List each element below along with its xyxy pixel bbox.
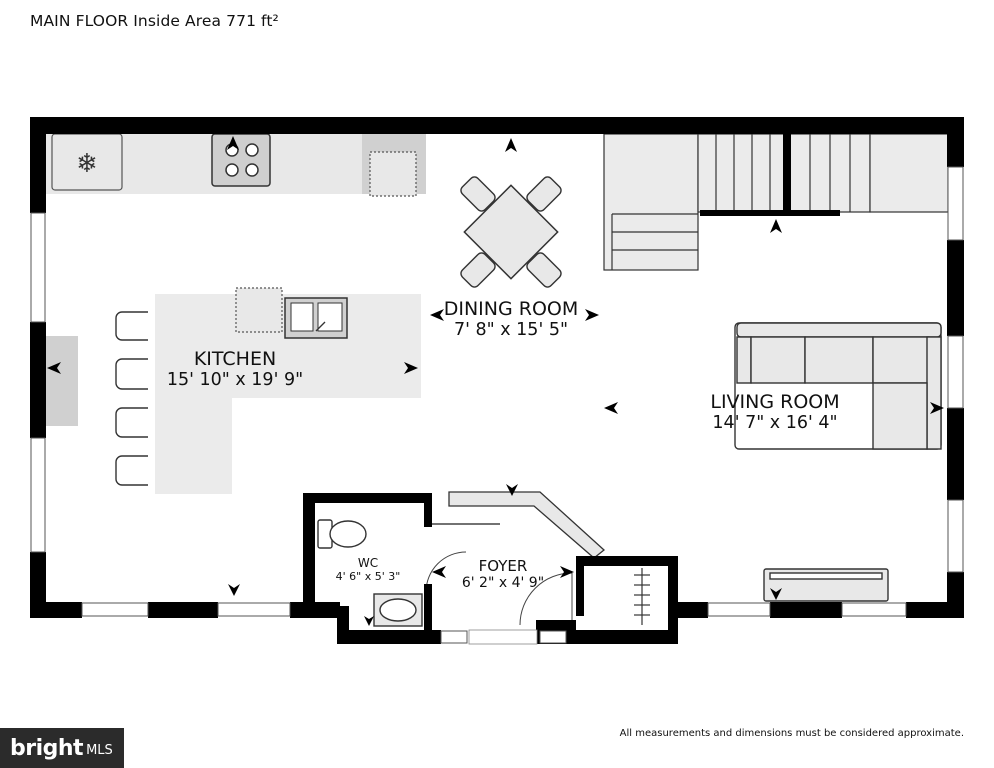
arrow-left-icon bbox=[430, 309, 444, 321]
arrow-up-icon bbox=[770, 219, 782, 233]
stair-divider-wall bbox=[783, 134, 791, 216]
room-label-foyer: FOYER 6' 2" x 4' 9" bbox=[448, 557, 558, 591]
sofa-icon bbox=[734, 322, 942, 450]
room-name: FOYER bbox=[478, 557, 528, 575]
stove-icon bbox=[211, 133, 271, 187]
room-name: WC bbox=[357, 556, 379, 570]
floor-plan-title: MAIN FLOOR Inside Area 771 ft² bbox=[30, 12, 279, 30]
room-dimensions: 15' 10" x 19' 9" bbox=[166, 370, 304, 390]
room-label-dining: DINING ROOM 7' 8" x 15' 5" bbox=[426, 298, 596, 340]
room-dimensions: 14' 7" x 16' 4" bbox=[712, 413, 838, 433]
foyer-counter bbox=[448, 491, 606, 559]
arrow-right-icon bbox=[560, 566, 574, 578]
arrow-down-icon bbox=[770, 588, 782, 600]
room-dimensions: 6' 2" x 4' 9" bbox=[461, 575, 545, 591]
arrow-left-icon bbox=[47, 362, 61, 374]
arrow-right-icon bbox=[404, 362, 418, 374]
room-name: KITCHEN bbox=[193, 348, 277, 370]
room-label-wc: WC 4' 6" x 5' 3" bbox=[318, 556, 418, 583]
arrow-right-icon bbox=[930, 402, 944, 414]
front-door-opening bbox=[468, 629, 538, 645]
arrow-up-icon bbox=[227, 136, 239, 150]
closet-rod bbox=[634, 568, 650, 625]
arrow-down-icon bbox=[228, 584, 240, 596]
snowflake-icon: ❄ bbox=[76, 149, 98, 179]
island-dishwasher bbox=[235, 287, 283, 333]
left-wall-niche bbox=[46, 336, 78, 426]
arrow-left-icon bbox=[604, 402, 618, 414]
stair-landing-edge bbox=[700, 210, 840, 216]
logo-sub: MLS bbox=[86, 742, 113, 758]
bar-stools bbox=[115, 311, 148, 486]
staircase bbox=[603, 133, 949, 271]
disclaimer-text: All measurements and dimensions must be … bbox=[619, 728, 964, 739]
room-name: DINING ROOM bbox=[443, 298, 579, 320]
room-name: LIVING ROOM bbox=[710, 391, 840, 413]
sink-icon bbox=[284, 297, 348, 339]
logo-brand: bright bbox=[10, 735, 84, 761]
tv-console-icon bbox=[763, 568, 889, 602]
photo-arrows bbox=[47, 136, 944, 626]
arrow-down-icon bbox=[364, 616, 374, 626]
brand-logo: bright MLS bbox=[0, 728, 124, 768]
entry-door-swing bbox=[519, 572, 573, 626]
room-dimensions: 7' 8" x 15' 5" bbox=[454, 320, 568, 340]
toilet-icon bbox=[317, 519, 367, 549]
arrow-right-icon bbox=[585, 309, 599, 321]
sink-basin-icon bbox=[373, 593, 423, 627]
kitchen-island bbox=[155, 294, 421, 494]
room-dimensions: 4' 6" x 5' 3" bbox=[335, 570, 401, 583]
dishwasher-icon bbox=[369, 151, 417, 197]
arrow-down-icon bbox=[506, 484, 518, 496]
arrow-left-icon bbox=[432, 566, 446, 578]
room-label-kitchen: KITCHEN 15' 10" x 19' 9" bbox=[150, 348, 320, 390]
room-label-living: LIVING ROOM 14' 7" x 16' 4" bbox=[690, 391, 860, 433]
windows bbox=[30, 166, 964, 644]
arrow-up-icon bbox=[505, 138, 517, 152]
walls bbox=[30, 117, 964, 644]
dining-table-icon bbox=[460, 176, 562, 288]
